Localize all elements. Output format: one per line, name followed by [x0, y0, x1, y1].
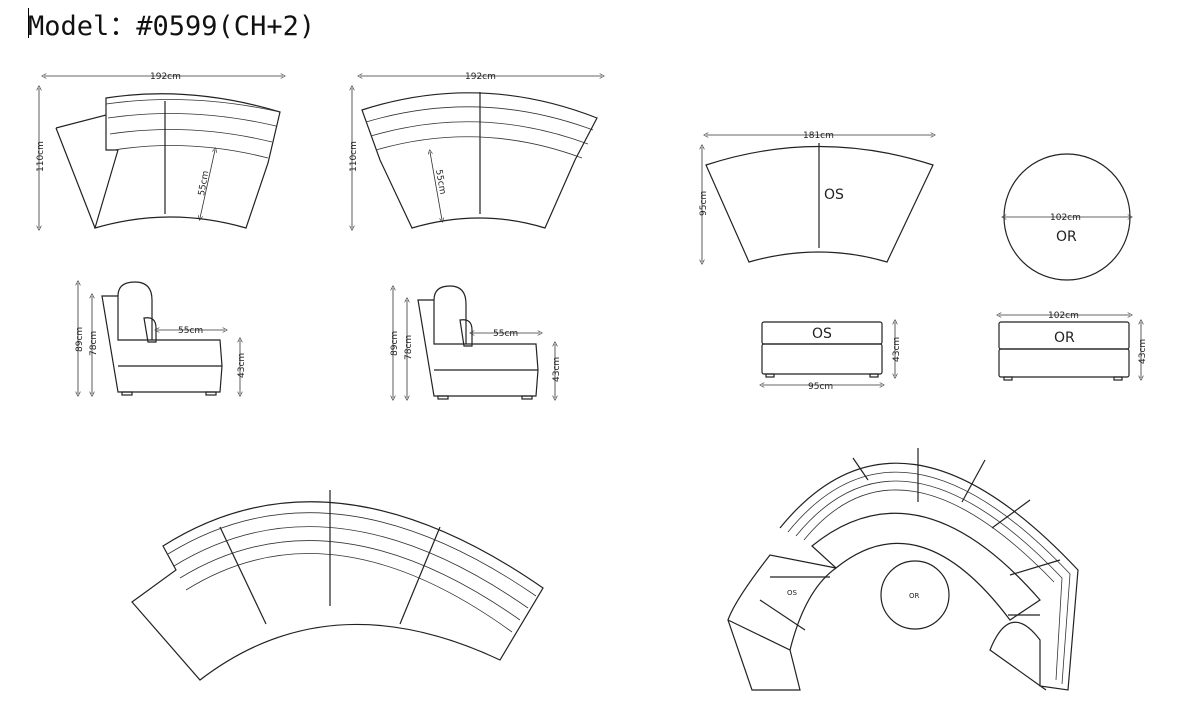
os-ottoman-top: 181cm 95cm OS [699, 131, 933, 262]
os-ottoman-shape [705, 145, 934, 263]
dim-seat-55-left: 55cm [197, 170, 211, 197]
dim-height-89-left: 89cm [75, 327, 85, 352]
top-view-left-chaise: 192cm 110cm 55cm [36, 72, 283, 228]
os-label: OS [824, 187, 844, 203]
dim-height-78-left: 78cm [89, 331, 99, 356]
dim-height-43-left: 43cm [237, 353, 247, 378]
dim-os-front-95: 95cm [808, 382, 833, 392]
circular-layout: OS OR [727, 448, 1079, 691]
curved-outline [361, 92, 598, 229]
combined-arc-sofa [131, 490, 544, 681]
dim-seat-55-right: 55cm [433, 169, 447, 196]
dim-height-43-right: 43cm [552, 357, 562, 382]
dim-width-192-right: 192cm [465, 72, 496, 82]
side-view-left: 89cm 78cm 55cm 43cm [75, 282, 247, 395]
side-view-right: 89cm 78cm 55cm 43cm [390, 285, 562, 399]
or-ottoman-front: 102cm OR 43cm [999, 311, 1148, 381]
or-front-label: OR [1054, 330, 1075, 346]
dim-depth-110-right: 110cm [349, 141, 359, 172]
os-ottoman-front: OS 95cm 43cm [762, 322, 902, 392]
dim-seat-depth-55-left: 55cm [178, 326, 203, 336]
dim-height-78-right: 78cm [404, 335, 414, 360]
model-title: Model：#0599(CH+2) [28, 11, 316, 42]
top-view-curved: 192cm 110cm 55cm [349, 72, 602, 228]
text-cursor [28, 8, 29, 38]
dim-seat-depth-55-right: 55cm [493, 329, 518, 339]
dim-os-depth-95: 95cm [699, 191, 709, 216]
or-ottoman-layout [880, 560, 950, 630]
dim-os-width-181: 181cm [803, 131, 834, 141]
os-small-label: OS [787, 589, 798, 597]
dim-depth-110-left: 110cm [36, 141, 46, 172]
or-ottoman-top: 102cm OR [1004, 153, 1130, 281]
dim-height-89-right: 89cm [390, 331, 400, 356]
os-front-label: OS [812, 326, 832, 342]
or-small-label: OR [909, 592, 920, 600]
dim-or-diameter-102: 102cm [1050, 213, 1081, 223]
dim-or-height-43: 43cm [1138, 339, 1148, 364]
dim-width-192-left: 192cm [150, 72, 181, 82]
left-chaise-outline [55, 93, 281, 229]
dim-os-height-43: 43cm [892, 337, 902, 362]
dim-or-front-102: 102cm [1048, 311, 1079, 321]
or-label: OR [1056, 229, 1077, 245]
